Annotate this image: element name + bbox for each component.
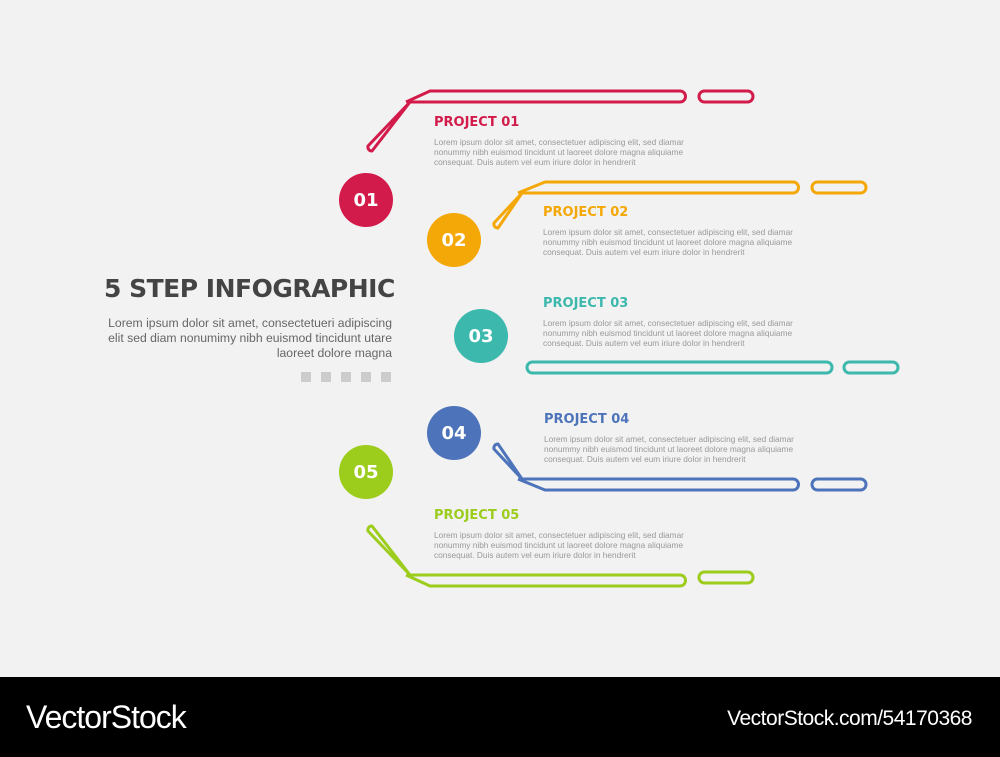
image-url: VectorStock.com/54170368	[727, 707, 972, 730]
connector-03	[525, 360, 900, 375]
step-01-circle: 01	[339, 173, 393, 227]
step-02-description: Lorem ipsum dolor sit amet, consectetuer…	[543, 227, 793, 257]
square-3	[341, 372, 351, 382]
brand-logo: VectorStock	[26, 699, 187, 735]
page-title: 5 STEP INFOGRAPHIC	[104, 274, 395, 303]
step-04-title: PROJECT 04	[544, 412, 630, 427]
square-1	[301, 372, 311, 382]
step-05-title: PROJECT 05	[434, 508, 520, 523]
step-05-circle: 05	[339, 445, 393, 499]
step-01-title: PROJECT 01	[434, 115, 520, 130]
step-03-title: PROJECT 03	[543, 296, 629, 311]
step-05-description: Lorem ipsum dolor sit amet, consectetuer…	[434, 530, 684, 560]
page-description: Lorem ipsum dolor sit amet, consectetuer…	[108, 316, 392, 360]
square-4	[361, 372, 371, 382]
step-03-description: Lorem ipsum dolor sit amet, consectetuer…	[543, 318, 793, 348]
connector-05	[366, 524, 755, 588]
step-04-circle: 04	[427, 406, 481, 460]
step-04-description: Lorem ipsum dolor sit amet, consectetuer…	[544, 434, 794, 464]
step-02-circle: 02	[427, 213, 481, 267]
connector-04	[492, 442, 868, 492]
watermark-footer: VectorStock VectorStock.com/54170368	[0, 677, 1000, 757]
step-01-description: Lorem ipsum dolor sit amet, consectetuer…	[434, 137, 684, 167]
step-03-circle: 03	[454, 309, 508, 363]
square-2	[321, 372, 331, 382]
step-02-title: PROJECT 02	[543, 205, 629, 220]
connector-01	[366, 89, 755, 153]
connector-lines	[366, 89, 900, 588]
square-5	[381, 372, 391, 382]
connector-02	[492, 180, 868, 230]
